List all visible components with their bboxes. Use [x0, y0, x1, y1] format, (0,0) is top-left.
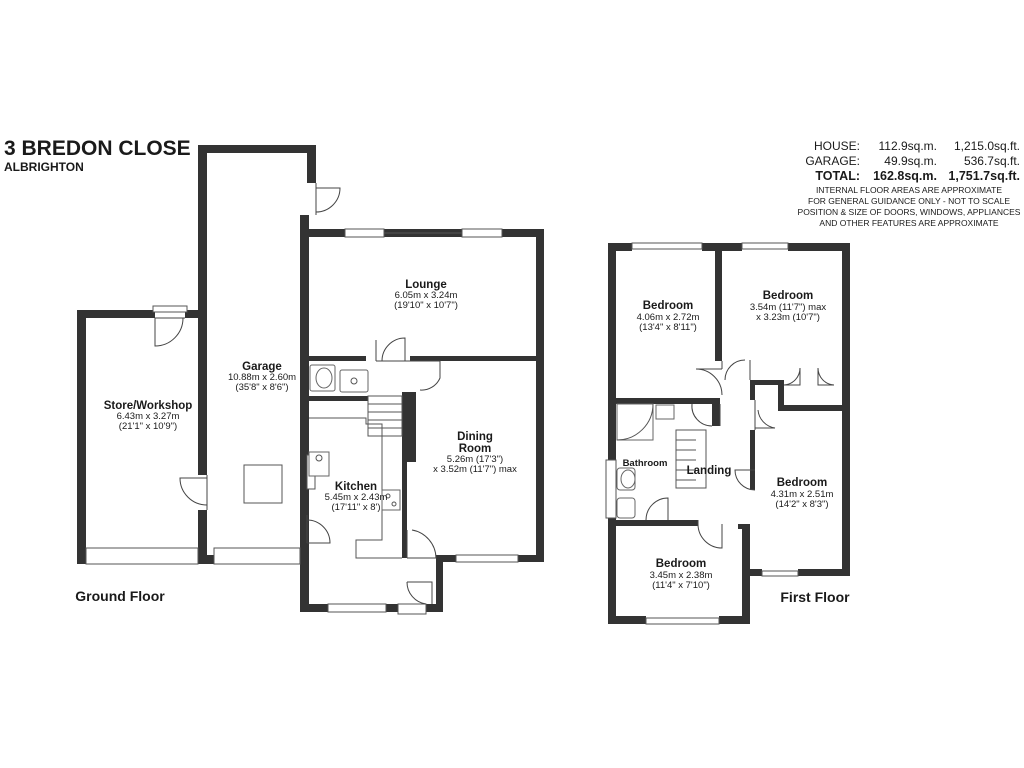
garage-area-sqft: 536.7sq.ft.	[964, 154, 1020, 168]
room-dim-garage: 10.88m x 2.60m	[228, 372, 296, 383]
room-dim-dining: 5.26m (17'3")	[447, 454, 503, 465]
room-dim-lounge: (19'10" x 10'7")	[394, 300, 458, 311]
disclaimer: INTERNAL FLOOR AREAS ARE APPROXIMATE FOR…	[798, 185, 1021, 228]
property-title: 3 BREDON CLOSE	[4, 137, 191, 160]
room-dim-bedroom: (14'2" x 8'3")	[775, 499, 828, 510]
room-dim-store: 6.43m x 3.27m	[117, 411, 180, 422]
ground-floor-walls	[77, 145, 544, 612]
room-name-bathroom: Bathroom	[623, 458, 668, 469]
room-name-bedroom: Bedroom	[777, 477, 827, 489]
room-name-kitchen: Kitchen	[335, 481, 377, 493]
room-dim-dining: x 3.52m (11'7") max	[433, 464, 517, 475]
garage-area-sqm: 49.9sq.m.	[884, 154, 937, 168]
room-dim-store: (21'1" x 10'9")	[119, 421, 177, 432]
first-floor-fixtures	[616, 403, 707, 519]
house-area-sqft: 1,215.0sq.ft.	[954, 139, 1020, 153]
room-dim-bedroom: 3.54m (11'7") max	[750, 302, 827, 313]
room-dim-kitchen: 5.45m x 2.43m	[325, 492, 388, 503]
house-area-label: HOUSE:	[814, 139, 860, 153]
disclaimer-line: FOR GENERAL GUIDANCE ONLY - NOT TO SCALE	[808, 196, 1010, 206]
total-area-sqft: 1,751.7sq.ft.	[948, 169, 1020, 183]
room-dim-garage: (35'8" x 8'6")	[235, 382, 288, 393]
disclaimer-line: POSITION & SIZE OF DOORS, WINDOWS, APPLI…	[798, 207, 1021, 217]
first-floor-windows	[605, 242, 799, 625]
total-area-sqm: 162.8sq.m.	[873, 169, 937, 183]
area-summary: HOUSE: 112.9sq.m. 1,215.0sq.ft. GARAGE: …	[805, 139, 1020, 183]
ground-floor-label: Ground Floor	[75, 588, 165, 604]
room-name-dining: Dining	[457, 431, 493, 443]
room-name-bedroom: Bedroom	[643, 300, 693, 312]
disclaimer-line: INTERNAL FLOOR AREAS ARE APPROXIMATE	[816, 185, 1002, 195]
room-name-bedroom: Bedroom	[763, 290, 813, 302]
room-dim-bedroom: 4.06m x 2.72m	[637, 312, 700, 323]
total-area-label: TOTAL:	[815, 169, 860, 183]
first-floor-doors	[645, 359, 835, 549]
room-dim-bedroom: 4.31m x 2.51m	[771, 489, 834, 500]
room-name-landing: Landing	[687, 465, 732, 477]
ground-floor-doors	[152, 183, 441, 605]
property-location: ALBRIGHTON	[4, 160, 84, 174]
ground-floor-labels: Store/Workshop 6.43m x 3.27m (21'1" x 10…	[75, 279, 517, 604]
room-name-store: Store/Workshop	[104, 400, 193, 412]
room-dim-bedroom: (11'4" x 7'10")	[652, 580, 710, 591]
room-name-garage: Garage	[242, 361, 282, 373]
first-floor-label: First Floor	[780, 589, 850, 605]
room-dim-kitchen: (17'11" x 8')	[331, 502, 380, 513]
first-floor-walls	[608, 243, 850, 624]
house-area-sqm: 112.9sq.m.	[879, 139, 937, 153]
ground-floor-fixtures	[243, 364, 403, 559]
first-floor-staircase	[675, 429, 707, 489]
disclaimer-line: AND OTHER FEATURES ARE APPROXIMATE	[819, 218, 998, 228]
staircase	[367, 395, 403, 437]
room-name-dining: Room	[459, 443, 492, 455]
garage-area-label: GARAGE:	[805, 154, 860, 168]
room-dim-bedroom: x 3.23m (10'7")	[756, 312, 820, 323]
room-name-lounge: Lounge	[405, 279, 447, 291]
room-dim-bedroom: (13'4" x 8'11")	[639, 322, 697, 333]
room-name-bedroom: Bedroom	[656, 558, 706, 570]
ground-floor-windows	[85, 228, 519, 615]
first-floor-labels: Bedroom 4.06m x 2.72m (13'4" x 8'11") Be…	[623, 290, 851, 605]
room-dim-lounge: 6.05m x 3.24m	[395, 290, 458, 301]
room-dim-bedroom: 3.45m x 2.38m	[650, 570, 713, 581]
